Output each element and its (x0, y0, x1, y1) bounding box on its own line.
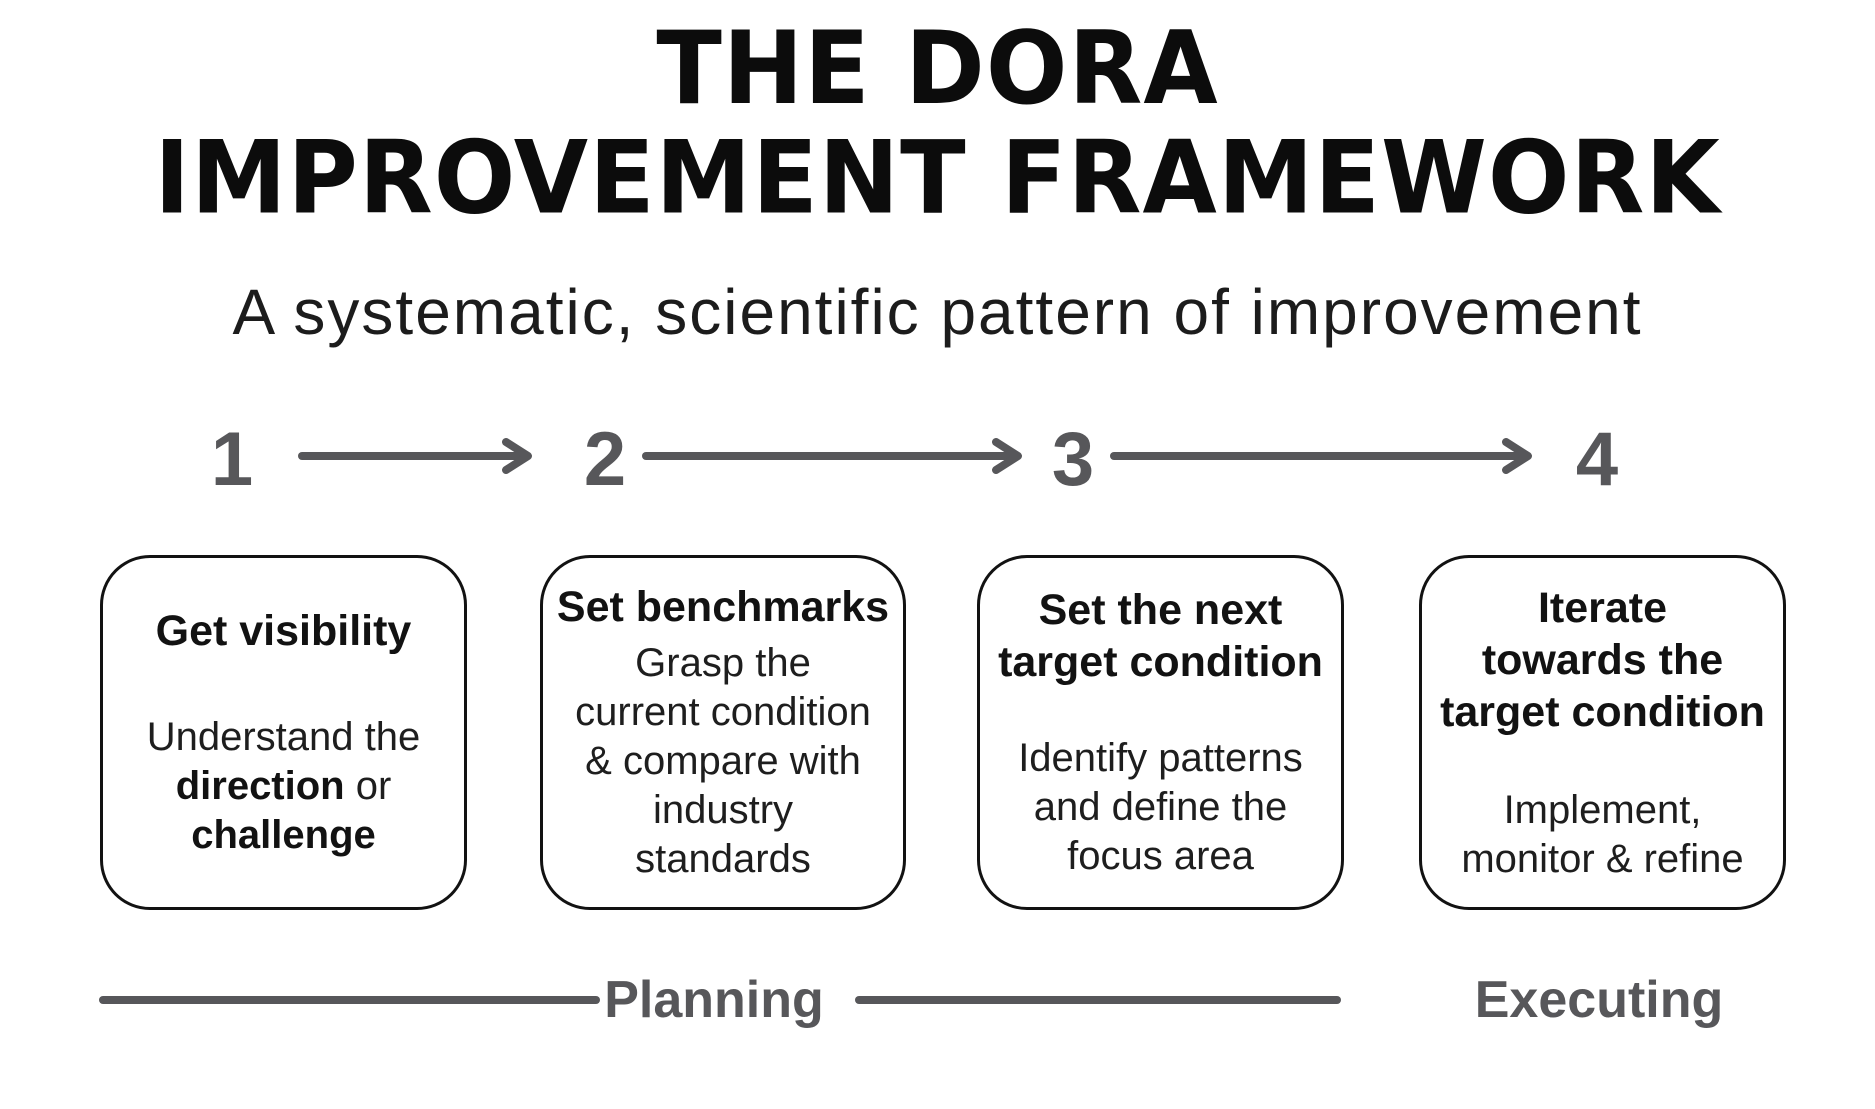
step-card-heading: Set the next target condition (998, 584, 1323, 688)
step-card-get-visibility: Get visibility Understand the direction … (100, 555, 467, 910)
body-text-segment: Understand the (146, 715, 421, 759)
phase-label-executing: Executing (1474, 971, 1724, 1029)
body-text-segment: Identify patterns and define the focus a… (1018, 736, 1303, 878)
body-text-segment-bold: direction (175, 764, 345, 808)
step-card-iterate-towards-target: Iterate towards the target condition Imp… (1419, 555, 1786, 910)
step-card-set-next-target-condition: Set the next target condition Identify p… (977, 555, 1344, 910)
step-card-heading: Iterate towards the target condition (1440, 582, 1765, 738)
body-text-segment: Implement, monitor & refine (1461, 787, 1744, 881)
title-line-1: THE DORA (656, 9, 1219, 128)
planning-phase-line-left (99, 996, 600, 1004)
heading-line: Set the next (1038, 586, 1283, 634)
heading-line: Set benchmarks (556, 583, 890, 631)
step-card-body: Identify patterns and define the focus a… (1010, 734, 1312, 881)
subtitle: A systematic, scientific pattern of impr… (232, 276, 1643, 348)
arrow-step2-to-step3-icon (642, 438, 1022, 474)
body-text-segment: or (344, 764, 392, 808)
arrow-step1-to-step2-icon (298, 438, 532, 474)
heading-line: Get visibility (155, 607, 412, 655)
title-line-2: IMPROVEMENT FRAMEWORK (154, 118, 1721, 237)
step-card-body: Implement, monitor & refine (1452, 786, 1754, 884)
heading-line: towards the (1481, 635, 1724, 684)
step-number-3: 3 (1051, 417, 1095, 502)
step-number-1: 1 (210, 417, 254, 502)
body-text-segment: Grasp the current condition & compare wi… (575, 641, 871, 881)
step-number-4: 4 (1575, 417, 1619, 502)
phase-label-planning: Planning (604, 971, 824, 1029)
heading-line: target condition (998, 638, 1323, 686)
step-card-set-benchmarks: Set benchmarks Grasp the current conditi… (540, 555, 906, 910)
step-card-heading: Set benchmarks (557, 581, 889, 633)
step-card-heading: Get visibility (156, 605, 412, 657)
planning-phase-line-right (855, 996, 1341, 1004)
page-title: THE DORA IMPROVEMENT FRAMEWORK (0, 14, 1875, 232)
heading-line: target condition (1440, 687, 1765, 736)
step-number-2: 2 (583, 417, 627, 502)
step-card-body: Grasp the current condition & compare wi… (572, 639, 874, 884)
arrow-step3-to-step4-icon (1110, 438, 1532, 474)
step-card-body: Understand the direction or challenge (133, 713, 435, 860)
heading-line: Iterate (1537, 583, 1668, 632)
body-text-segment-bold: challenge (191, 813, 376, 857)
